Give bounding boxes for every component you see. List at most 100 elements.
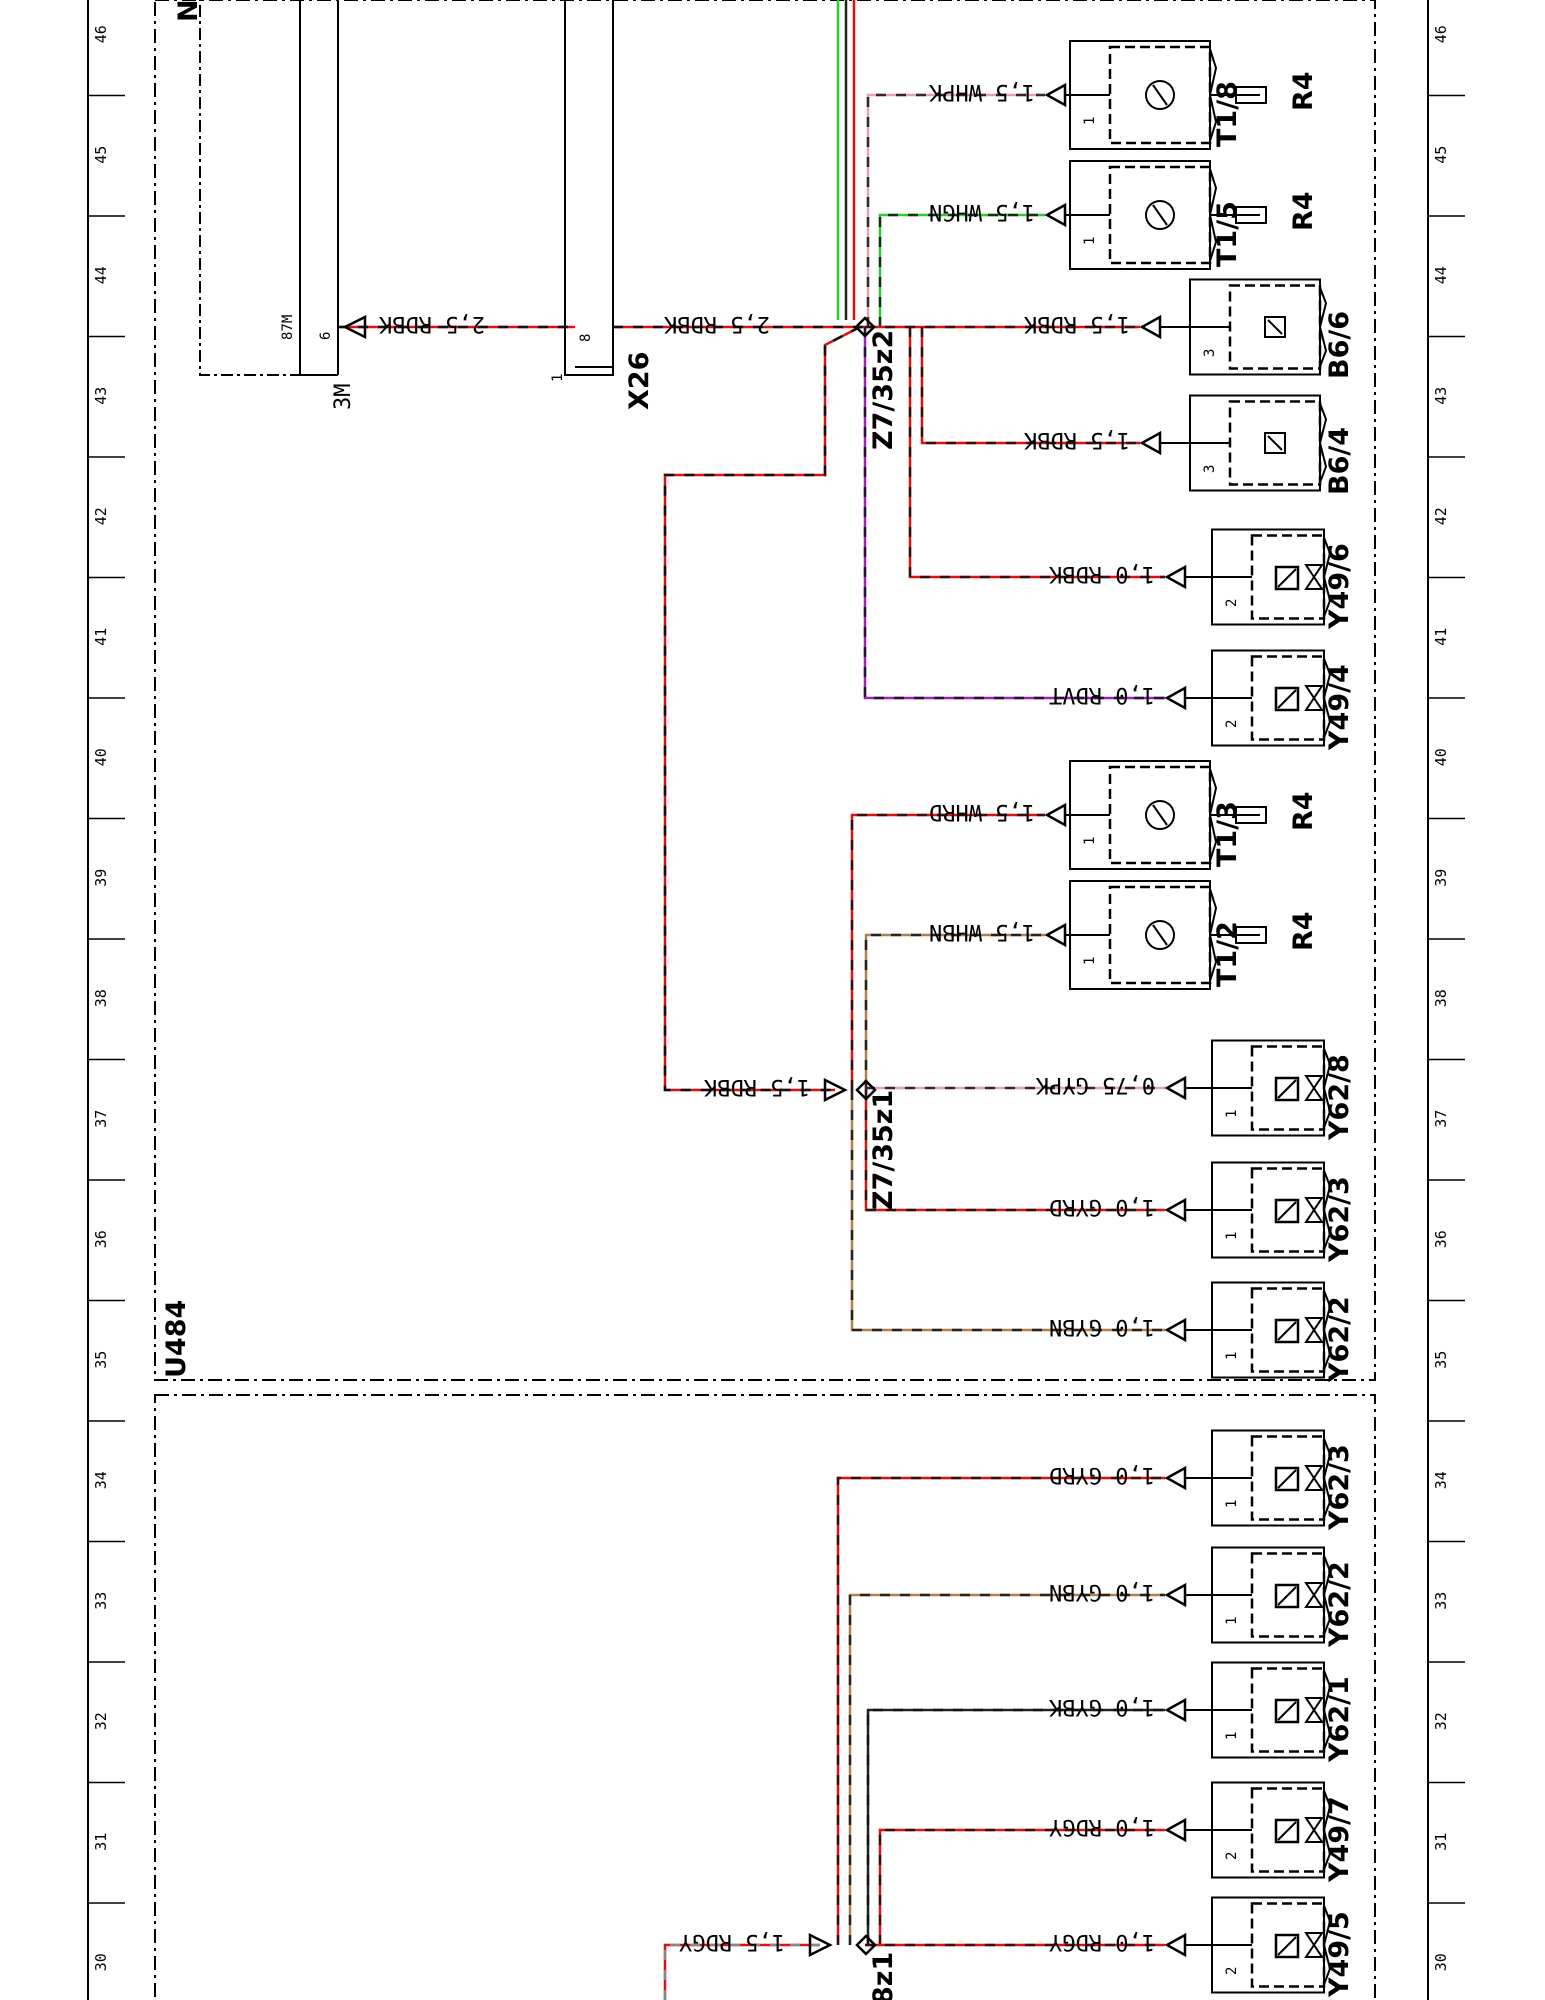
splice-node-icon [855, 1079, 877, 1101]
component-name: B6/4 [1324, 427, 1355, 495]
branch-wire-dash [866, 93, 1045, 327]
sensor-symbol-icon [1264, 432, 1286, 454]
ruler-left-number: 43 [92, 387, 110, 405]
component-wavy-edge [1322, 1905, 1332, 1985]
branch-wire [866, 1708, 1165, 1945]
sensor-symbol-cross [1267, 435, 1283, 451]
component-name: T1/5 [1212, 201, 1243, 267]
n-bottom-label: 3M [331, 384, 356, 411]
branch-wire-dash [878, 213, 1045, 327]
wire-label: 1,0 RDGY [1049, 1929, 1155, 1954]
ruler-left-number: 38 [92, 989, 110, 1007]
valve-coil-diagonal [1277, 1079, 1297, 1099]
component-wavy-edge [1322, 658, 1332, 738]
valve-coil-diagonal [1277, 1201, 1297, 1221]
valve-coil-diagonal [1277, 1586, 1297, 1606]
valve-coil-icon [1274, 1198, 1300, 1224]
ruler-right-number: 40 [1432, 748, 1450, 766]
wire-label: 1,0 GYRD [1049, 1194, 1155, 1219]
ruler-right-number: 41 [1432, 628, 1450, 646]
component-pin-number: 2 [1224, 1852, 1240, 1860]
component-wavy-edge [1322, 1048, 1332, 1128]
valve-symbol-icon [1304, 1465, 1324, 1491]
valve-coil-icon [1274, 1466, 1300, 1492]
wire-label: 1,0 GYRD [1049, 1462, 1155, 1487]
component-pin-number: 1 [1224, 1732, 1240, 1740]
branch-wire [864, 933, 1045, 1090]
wire-label: 1,5 WHPK [928, 79, 1035, 104]
transistor-symbol-icon [1145, 920, 1175, 950]
r4-ground-icon [1235, 806, 1267, 824]
module-u484-border [154, 0, 1376, 1381]
component-dashed-box [1108, 165, 1212, 265]
transistor-symbol-line [1152, 84, 1168, 106]
component-pin-number: 2 [1224, 1967, 1240, 1975]
splice-label: Z7/35z2 [868, 330, 899, 450]
ruler-right-number: 33 [1432, 1592, 1450, 1610]
ruler-left-number: 44 [92, 266, 110, 284]
valve-symbol-icon [1304, 1582, 1324, 1608]
component-pin-number: 3 [1202, 465, 1218, 473]
arrow-z1-up [823, 1077, 848, 1103]
ruler-right-number: 35 [1432, 1351, 1450, 1369]
component-wavy-edge [1322, 1290, 1332, 1370]
wire-label-splice-x26: 2,5 RDBK [663, 311, 770, 336]
component-wavy-edge [1322, 1555, 1332, 1635]
component-pin-number: 1 [1082, 837, 1098, 845]
component-dashed-box [1108, 45, 1212, 145]
transistor-symbol-icon [1145, 80, 1175, 110]
ruler-left-number: 36 [92, 1230, 110, 1248]
branch-wire-dash [864, 1090, 1165, 1212]
wire-label: 1,0 RDBK [1048, 561, 1155, 586]
component-pin-number: 1 [1082, 117, 1098, 125]
ruler-right-number: 42 [1432, 507, 1450, 525]
component-name: Y62/1 [1324, 1676, 1355, 1763]
ruler-left-number: 32 [92, 1712, 110, 1730]
ruler-left-number: 45 [92, 146, 110, 164]
splice-label: 8z1 [868, 1952, 899, 2000]
arrow-n-pin [342, 314, 367, 340]
component-name: Y62/2 [1324, 1561, 1355, 1648]
valve-coil-icon [1274, 1076, 1300, 1102]
valve-coil-icon [1274, 1583, 1300, 1609]
valve-symbol-icon [1304, 1932, 1324, 1958]
wire-label: 1,0 GYBN [1049, 1579, 1155, 1604]
component-name: Y49/4 [1324, 664, 1355, 751]
transistor-symbol-line [1152, 804, 1168, 826]
x26-connector-box [564, 0, 614, 376]
ruler-left-number: 41 [92, 628, 110, 646]
trunk-lower [663, 1943, 820, 2000]
wire-label: 1,5 WHBN [929, 919, 1035, 944]
ruler-right-number: 39 [1432, 869, 1450, 887]
ruler-right-number: 31 [1432, 1833, 1450, 1851]
ruler-right-number: 44 [1432, 266, 1450, 284]
sensor-symbol-icon [1264, 316, 1286, 338]
valve-symbol-icon [1304, 564, 1324, 590]
component-wavy-edge [1322, 1670, 1332, 1750]
transistor-symbol-line [1152, 204, 1168, 226]
ruler-right-number: 46 [1432, 25, 1450, 43]
valve-coil-diagonal [1277, 1321, 1297, 1341]
component-name: T1/8 [1212, 81, 1243, 147]
ruler-right-number: 37 [1432, 1110, 1450, 1128]
branch-wire-dash [848, 1593, 1165, 1945]
component-wavy-edge [1318, 287, 1328, 367]
n-module-label: N [173, 0, 204, 22]
valve-coil-diagonal [1277, 1701, 1297, 1721]
r4-ground-icon [1235, 926, 1267, 944]
branch-wire-dash [878, 1828, 1165, 1945]
valve-coil-icon [1274, 686, 1300, 712]
splice-label: Z7/35z1 [868, 1090, 899, 1210]
wire-label: 0,75 GYPK [1035, 1072, 1155, 1097]
component-pin-number: 1 [1224, 1232, 1240, 1240]
ruler-left-number: 34 [92, 1471, 110, 1489]
valve-coil-icon [1274, 1318, 1300, 1344]
branch-wire-dash [850, 1090, 1165, 1332]
wire-label: 1,0 GYBN [1049, 1314, 1155, 1339]
r4-label: R4 [1288, 191, 1319, 231]
ruler-right-number: 30 [1432, 1953, 1450, 1971]
wire-label-x26-n: 2,5 RDBK [378, 311, 485, 336]
wire-label: 1,5 WHGN [929, 199, 1035, 224]
